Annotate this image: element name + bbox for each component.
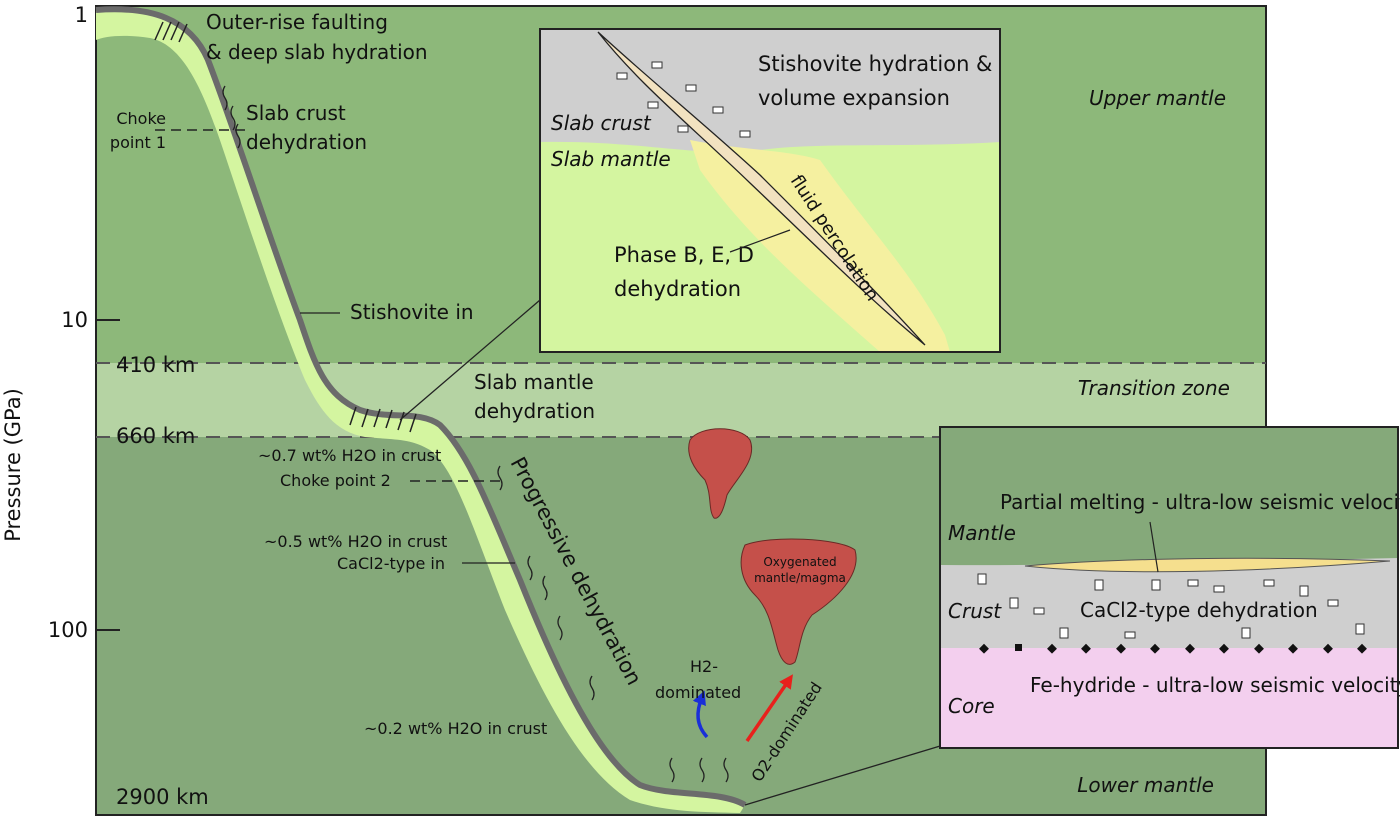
- oxygenated-plume: [740, 538, 857, 665]
- fe-hydride-diamonds: [979, 643, 1367, 654]
- slab-mantle-dehydration-2: dehydration: [474, 399, 595, 423]
- h2-dominated-label-2: dominated: [655, 683, 741, 702]
- h2-dominated-label-1: H2-: [690, 657, 718, 676]
- inset-bottom-partial-melting: Partial melting - ultra-low seismic velo…: [1000, 490, 1400, 514]
- cacl2-in-label: CaCl2-type in: [337, 554, 445, 573]
- inset-bottom-cacl2-dehydration: CaCl2-type dehydration: [1080, 598, 1318, 622]
- inset-top-phase-1: Phase B, E, D: [614, 243, 754, 267]
- pressure-axis: [96, 319, 120, 631]
- tick-label-10: 10: [61, 308, 88, 332]
- inset-top-slab-mantle: Slab mantle: [551, 147, 671, 171]
- outer-rise-fault-marks: [154, 21, 188, 43]
- zone-transition: Transition zone: [1078, 376, 1230, 400]
- water-05-label: ~0.5 wt% H2O in crust: [264, 532, 447, 551]
- choke-1-label-2: point 1: [110, 133, 166, 152]
- inset-bottom-fe-hydride: Fe-hydride - ultra-low seismic velocity: [1030, 673, 1400, 697]
- inset-bottom-mantle: Mantle: [948, 521, 1016, 545]
- zone-upper-mantle: Upper mantle: [1089, 86, 1226, 110]
- crust-fragments: [977, 573, 1365, 639]
- slab-crust-dehydration-1: Slab crust: [246, 101, 346, 125]
- inset-top-stishovite-1: Stishovite hydration &: [758, 52, 992, 76]
- slab-crust-dehydration-2: dehydration: [246, 130, 367, 154]
- inset-top-slab-crust: Slab crust: [551, 111, 652, 135]
- y-axis-label: Pressure (GPa): [1, 388, 25, 542]
- inset-bottom-leader: [744, 739, 961, 806]
- water-02-label: ~0.2 wt% H2O in crust: [364, 719, 547, 738]
- oxygenated-label-1: Oxygenated: [763, 555, 836, 569]
- oxygenated-label-2: mantle/magma: [754, 571, 846, 585]
- inset-top-leader: [399, 299, 541, 421]
- stishovite-in-label: Stishovite in: [350, 300, 474, 324]
- outer-rise-label-1: Outer-rise faulting: [206, 10, 388, 34]
- main-panel-border: [95, 5, 1267, 816]
- choke-1-label-1: Choke: [116, 109, 166, 128]
- outer-rise-label-2: & deep slab hydration: [206, 40, 428, 64]
- o2-arrow: [745, 674, 793, 742]
- inset-top: Stishovite hydration & volume expansion …: [539, 28, 1001, 353]
- water-07-label: ~0.7 wt% H2O in crust: [258, 446, 441, 465]
- tick-label-100: 100: [48, 618, 88, 642]
- h2-arrow: [692, 690, 709, 739]
- depth-660-label: 660 km: [116, 424, 195, 448]
- expansion-symbols: [616, 61, 751, 138]
- zone-lower-mantle: Lower mantle: [1077, 773, 1214, 797]
- tick-label-1: 1: [75, 3, 88, 27]
- inset-top-phase-2: dehydration: [614, 277, 741, 301]
- fluid-release-squiggles: [222, 85, 729, 783]
- transition-zone-band: [96, 363, 1266, 437]
- small-plume: [688, 428, 753, 519]
- inset-bottom: Partial melting - ultra-low seismic velo…: [939, 426, 1400, 749]
- inset-bottom-crust: Crust: [948, 599, 1002, 623]
- slab-mantle-dehydration-1: Slab mantle: [474, 370, 594, 394]
- inset-top-stishovite-2: volume expansion: [758, 86, 950, 110]
- inset-bottom-core: Core: [948, 694, 995, 718]
- depth-410-label: 410 km: [116, 353, 195, 377]
- slab: [95, 6, 747, 813]
- transition-fault-marks: [349, 406, 417, 433]
- choke-2-label: Choke point 2: [280, 471, 391, 490]
- depth-2900-label: 2900 km: [116, 785, 209, 809]
